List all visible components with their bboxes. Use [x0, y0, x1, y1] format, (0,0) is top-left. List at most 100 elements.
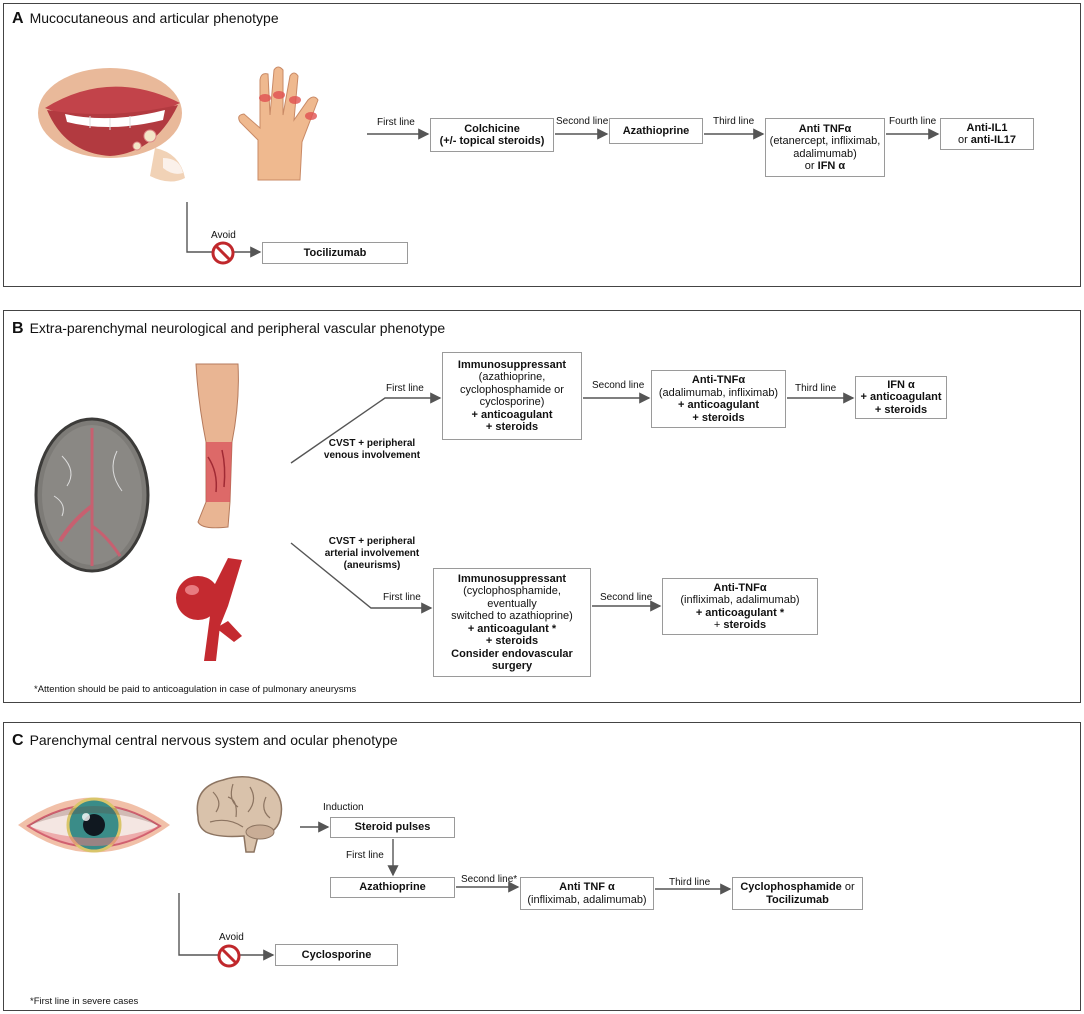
ifn-venous-title: IFN α	[887, 378, 915, 391]
ifn-text-a: IFN α	[817, 160, 846, 172]
immuno-arterial-anticoag: + anticoagulant *	[467, 622, 557, 635]
panel-c	[3, 722, 1081, 1011]
brain-illustration	[196, 776, 283, 853]
panel-a-title-text: Mucocutaneous and articular phenotype	[29, 10, 279, 26]
anti-tnf-box-a: Anti TNFα (etanercept, infliximab, adali…	[765, 118, 885, 177]
panel-b-footnote: *Attention should be paid to anticoagula…	[34, 684, 357, 695]
anti-il1-text: Anti-IL1	[966, 121, 1008, 134]
first-line-label-b-venous: First line	[386, 383, 424, 394]
tocilizumab-text-c: Tocilizumab	[766, 893, 829, 906]
immuno-arterial-sub1: (cyclophosphamide,	[463, 585, 561, 597]
induction-label: Induction	[323, 802, 364, 813]
immuno-venous-steroids: + steroids	[485, 421, 539, 433]
panel-a-letter: A	[12, 10, 24, 27]
third-line-label-c: Third line	[669, 877, 711, 888]
anti-tnf-arterial-sub: (infliximab, adalimumab)	[680, 594, 800, 606]
hand-joint-illustration	[238, 66, 319, 181]
cerebral-venous-illustration	[34, 417, 150, 573]
colchicine-sub: (+/- topical steroids)	[439, 135, 545, 147]
second-line-label-b-arterial: Second line	[600, 592, 653, 603]
venous-label-line1: CVST + peripheral	[328, 438, 416, 449]
anti-tnf-box-c: Anti TNF α (infliximab, adalimumab)	[520, 877, 654, 910]
arterial-involvement-label: CVST + peripheral arterial involvement (…	[320, 536, 424, 572]
panel-c-title: C Parenchymal central nervous system and …	[12, 732, 398, 750]
second-line-label-c: Second line*	[461, 874, 518, 885]
anti-tnf-arterial-box: Anti-TNFα (infliximab, adalimumab) + ant…	[662, 578, 818, 635]
anti-tnf-sub1-a: (etanercept, infliximab,	[769, 135, 881, 147]
immuno-venous-anticoag: + anticoagulant	[471, 408, 553, 421]
immuno-venous-sub2: cyclophosphamide or	[460, 383, 564, 396]
venous-involvement-label: CVST + peripheral venous involvement	[322, 438, 422, 462]
immuno-arterial-consider2: surgery	[491, 660, 533, 672]
panel-a-title: A Mucocutaneous and articular phenotype	[12, 10, 279, 28]
anti-tnf-arterial-plus: +	[713, 619, 724, 631]
immunosuppressant-venous-box: Immunosuppressant (azathioprine, cycloph…	[442, 352, 582, 440]
immuno-arterial-sub2: eventually	[487, 597, 537, 610]
anti-tnf-venous-box: Anti-TNFα (adalimumab, infliximab) + ant…	[651, 370, 786, 428]
ifn-venous-steroids: + steroids	[874, 403, 928, 416]
anti-il17-text: anti-IL17	[970, 134, 1017, 146]
immuno-arterial-steroids: + steroids	[485, 635, 539, 647]
immuno-arterial-sub3: switched to azathioprine)	[451, 610, 573, 622]
anti-tnf-venous-title: Anti-TNFα	[691, 374, 746, 386]
anti-tnf-sub-c: (infliximab, adalimumab)	[527, 893, 647, 906]
anti-tnf-venous-sub: (adalimumab, infliximab)	[658, 386, 779, 399]
tocilizumab-avoid-box: Tocilizumab	[262, 242, 408, 264]
anti-tnf-text-a: Anti TNFα	[798, 122, 852, 135]
immuno-venous-title: Immunosuppressant	[457, 358, 567, 371]
immuno-venous-sub3: cyclosporine)	[479, 396, 545, 408]
anti-tnf-sub2-a: adalimumab)	[793, 147, 857, 160]
anti-tnf-arterial-title: Anti-TNFα	[713, 581, 767, 594]
panel-c-footnote: *First line in severe cases	[30, 996, 139, 1007]
azathioprine-text-a: Azathioprine	[622, 124, 690, 137]
or-prefix-a: or	[804, 160, 818, 172]
azathioprine-text-c: Azathioprine	[359, 881, 426, 894]
panel-b-title-text: Extra-parenchymal neurological and perip…	[29, 320, 446, 336]
ifn-venous-box: IFN α + anticoagulant + steroids	[855, 376, 947, 419]
third-line-label-a: Third line	[713, 116, 755, 127]
arterial-label-line2: arterial involvement	[324, 548, 420, 559]
first-line-label-a: First line	[377, 117, 415, 128]
anti-il-box: Anti-IL1 or anti-IL17	[940, 118, 1034, 150]
panel-b-letter: B	[12, 320, 24, 337]
cyclophosphamide-text: Cyclophosphamide	[740, 881, 842, 893]
or-word-c: or	[841, 881, 855, 893]
venous-label-line2: venous involvement	[323, 450, 421, 461]
cyclosporine-avoid-box: Cyclosporine	[275, 944, 398, 966]
cyclosporine-avoid-text: Cyclosporine	[301, 948, 372, 961]
fourth-line-label-a: Fourth line	[889, 116, 937, 127]
tocilizumab-avoid-text: Tocilizumab	[303, 246, 367, 259]
second-line-label-b-venous: Second line	[592, 380, 645, 391]
arterial-label-line3: (aneurisms)	[343, 560, 401, 571]
panel-b-title: B Extra-parenchymal neurological and peri…	[12, 320, 445, 338]
first-line-label-b-arterial: First line	[383, 592, 421, 603]
steroid-pulses-text: Steroid pulses	[354, 821, 431, 834]
arterial-label-line1: CVST + peripheral	[328, 536, 416, 547]
avoid-label-a: Avoid	[211, 230, 236, 241]
colchicine-box: Colchicine (+/- topical steroids)	[430, 118, 554, 152]
anti-tnf-text-c: Anti TNF α	[559, 881, 615, 893]
leg-venous-illustration	[195, 363, 239, 529]
immuno-arterial-consider1: Consider endovascular	[451, 647, 573, 660]
azathioprine-box-c: Azathioprine	[330, 877, 455, 898]
immuno-arterial-title: Immunosuppressant	[457, 572, 567, 585]
avoid-label-c: Avoid	[219, 932, 244, 943]
colchicine-text: Colchicine	[464, 122, 520, 135]
immuno-venous-sub1: (azathioprine,	[478, 371, 546, 383]
first-line-label-c: First line	[346, 850, 384, 861]
second-line-label-a: Second line	[556, 116, 609, 127]
anti-tnf-venous-anticoag: + anticoagulant	[678, 399, 759, 411]
anti-il17-prefix: or	[957, 134, 971, 146]
aneurysm-illustration	[176, 558, 242, 661]
anti-tnf-arterial-anticoag: + anticoagulant *	[695, 606, 785, 619]
mouth-ulcer-illustration	[38, 68, 185, 182]
third-line-label-b-venous: Third line	[795, 383, 837, 394]
ifn-venous-anticoag: + anticoagulant	[860, 391, 942, 404]
azathioprine-box-a: Azathioprine	[609, 118, 703, 144]
anti-tnf-venous-steroids: + steroids	[692, 411, 745, 424]
cyclophosphamide-box: Cyclophosphamide or Tocilizumab	[732, 877, 863, 910]
uveitis-eye-illustration	[18, 797, 170, 853]
panel-c-letter: C	[12, 732, 24, 749]
panel-c-title-text: Parenchymal central nervous system and o…	[29, 732, 398, 748]
anti-tnf-arterial-steroids: steroids	[723, 619, 767, 631]
